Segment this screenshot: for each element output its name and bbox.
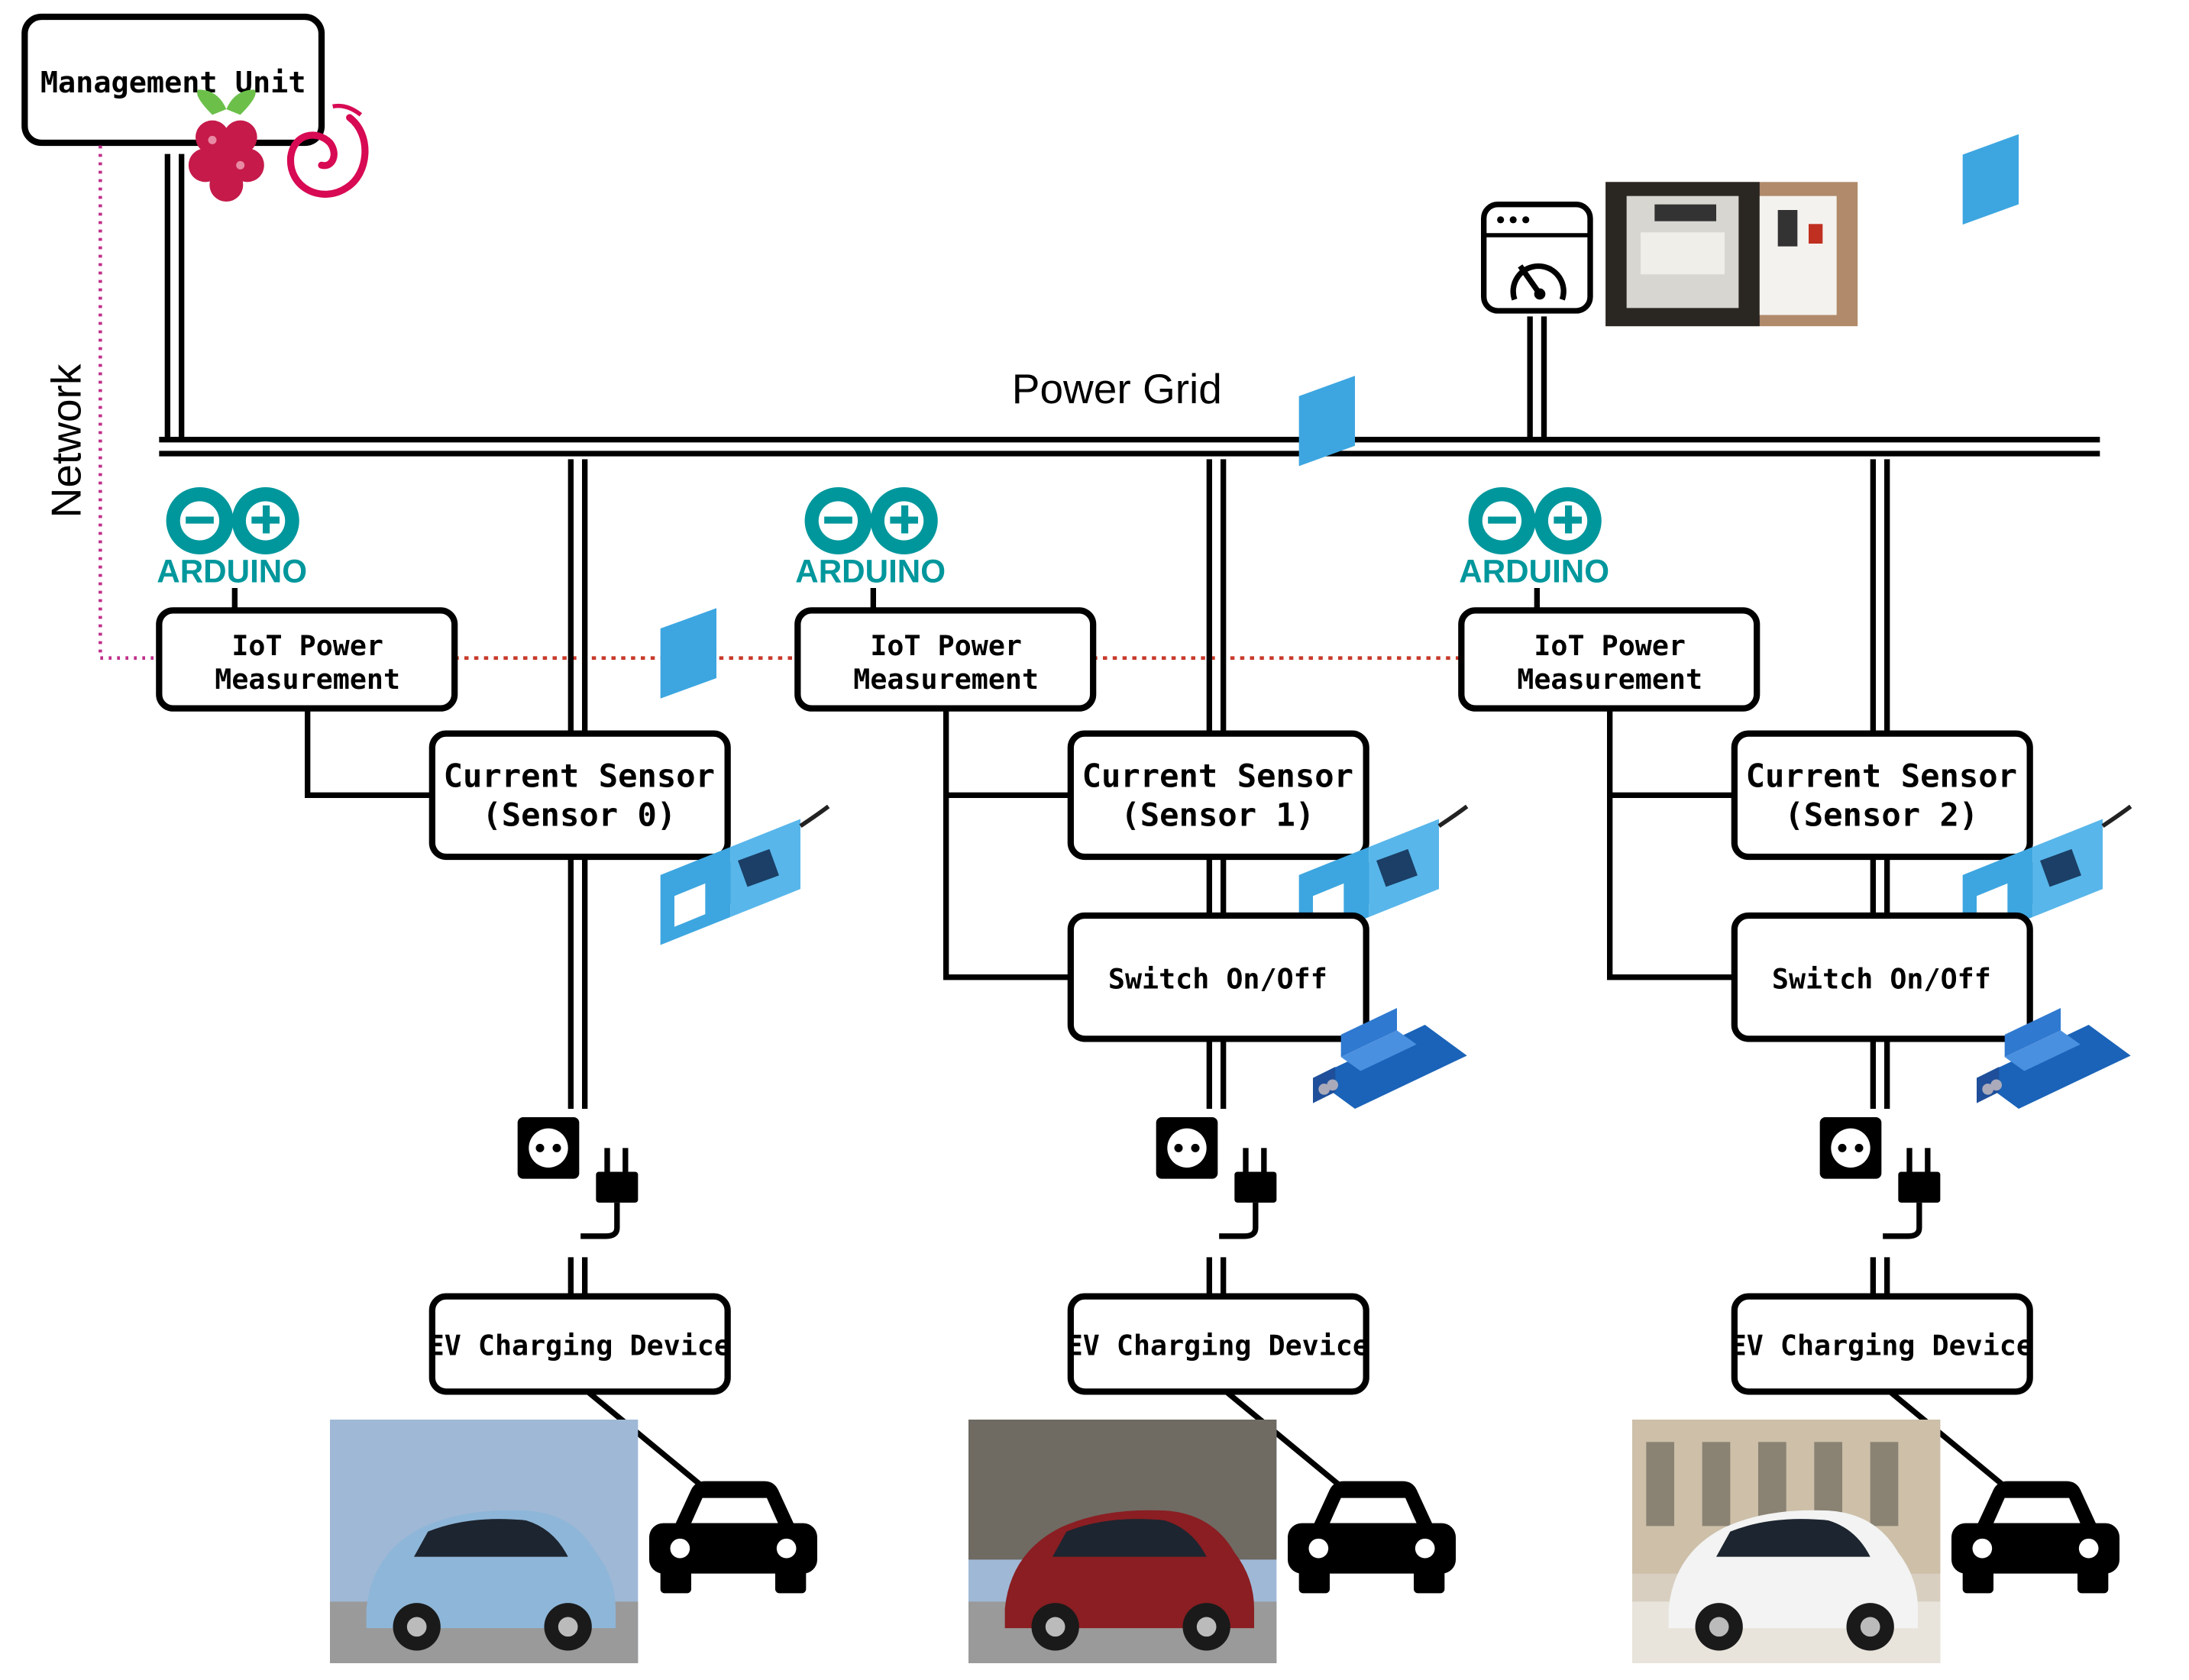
arduino-logo-text: ARDUINO bbox=[157, 554, 307, 590]
iot-label-line1: IoT Power bbox=[1534, 629, 1686, 662]
ev-label: EV Charging Device bbox=[428, 1329, 731, 1362]
current-sensor-box: Current Sensor(Sensor 1) bbox=[1067, 730, 1369, 861]
sensor-label-line2: (Sensor 1) bbox=[1120, 796, 1314, 834]
car-icon bbox=[1288, 1481, 1456, 1594]
current-sensor-box: Current Sensor(Sensor 0) bbox=[428, 730, 731, 861]
iot-label-line2: Measurement bbox=[853, 663, 1039, 696]
sensor-box-frame bbox=[1731, 730, 2033, 861]
management-grid-connector bbox=[164, 153, 185, 437]
arduino-logo-text: ARDUINO bbox=[795, 554, 946, 590]
switch-box: Switch On/Off bbox=[1731, 912, 2033, 1042]
iot-label-line1: IoT Power bbox=[870, 629, 1022, 662]
sensor-label-line2: (Sensor 2) bbox=[1784, 796, 1978, 834]
ev-car-photo bbox=[968, 1420, 1277, 1663]
sensor-box-frame bbox=[428, 730, 731, 861]
ev-label: EV Charging Device bbox=[1066, 1329, 1369, 1362]
power-grid-label: Power Grid bbox=[1012, 365, 1222, 412]
ev-box-frame bbox=[428, 1293, 731, 1395]
arduino-logo: ARDUINO bbox=[795, 487, 946, 590]
control-wiring bbox=[943, 708, 1071, 981]
power-plug-icon bbox=[580, 1148, 639, 1239]
switch-box: Switch On/Off bbox=[1067, 912, 1369, 1042]
switch-label: Switch On/Off bbox=[1772, 962, 1991, 995]
trunk-grid-to-sensor bbox=[567, 459, 588, 734]
sensor-label-line1: Current Sensor bbox=[1746, 757, 2017, 794]
charging-cable bbox=[585, 1389, 719, 1501]
switch-label: Switch On/Off bbox=[1108, 962, 1327, 995]
management-unit: Management Unit bbox=[21, 13, 325, 147]
electricity-meter-photo bbox=[1605, 182, 1858, 327]
trunk-to-ev-device bbox=[1870, 1257, 1890, 1297]
ev-car-photo bbox=[330, 1420, 639, 1663]
sensor-label-line1: Current Sensor bbox=[1082, 757, 1353, 794]
relay-module bbox=[1313, 1008, 1467, 1109]
power-outlet-icon bbox=[1819, 1117, 1882, 1179]
network-line bbox=[99, 145, 160, 660]
power-plug-icon bbox=[1883, 1148, 1941, 1239]
current-sensor-module bbox=[1962, 134, 2132, 945]
ev-charging-device-box: EV Charging Device bbox=[428, 1293, 731, 1395]
trunk-sensor-to-switch bbox=[1870, 857, 1890, 916]
trunk-to-outlet bbox=[1870, 1039, 1890, 1109]
current-sensor-box: Current Sensor(Sensor 2) bbox=[1731, 730, 2033, 861]
iot-label-line2: Measurement bbox=[1517, 663, 1702, 696]
sensor-label-line2: (Sensor 0) bbox=[482, 796, 676, 834]
switch-box-frame bbox=[1731, 912, 2033, 1042]
trunk-sensor-to-switch bbox=[1206, 857, 1227, 916]
trunk-to-ev-device bbox=[567, 1257, 588, 1297]
sensor-label-line1: Current Sensor bbox=[444, 757, 715, 794]
ev-box-frame bbox=[1067, 1293, 1369, 1395]
ev-charging-device-box: EV Charging Device bbox=[1730, 1293, 2033, 1395]
debian-icon bbox=[287, 103, 369, 198]
ev-car-photo bbox=[1632, 1420, 1941, 1663]
iot-label-line1: IoT Power bbox=[231, 629, 383, 662]
trunk-grid-to-sensor bbox=[1206, 459, 1227, 734]
control-wiring bbox=[305, 708, 432, 798]
ev-box-frame bbox=[1731, 1293, 2033, 1395]
relay-module bbox=[1977, 1008, 2131, 1109]
ev-label: EV Charging Device bbox=[1730, 1329, 2033, 1362]
trunk-grid-to-sensor bbox=[1870, 459, 1890, 734]
trunk-to-outlet bbox=[1206, 1039, 1227, 1109]
power-grid-bus bbox=[159, 437, 2100, 457]
management-unit-label: Management Unit bbox=[40, 66, 306, 100]
switch-box-frame bbox=[1067, 912, 1369, 1042]
arduino-logo: ARDUINO bbox=[1459, 487, 1609, 590]
power-meter-connector bbox=[1527, 316, 1547, 437]
charging-cable bbox=[1887, 1389, 2021, 1501]
arduino-logo: ARDUINO bbox=[157, 487, 307, 590]
arduino-logo-text: ARDUINO bbox=[1459, 554, 1609, 590]
energy-meter-icon bbox=[1481, 202, 1593, 314]
sensor-box-frame bbox=[1067, 730, 1369, 861]
raspberry-pi-icon bbox=[188, 89, 264, 202]
power-plug-icon bbox=[1219, 1148, 1277, 1239]
control-wiring bbox=[1607, 708, 1735, 981]
ev-charging-device-box: EV Charging Device bbox=[1066, 1293, 1369, 1395]
network-label: Network bbox=[43, 363, 90, 518]
charging-cable bbox=[1224, 1389, 1357, 1501]
iot-label-line2: Measurement bbox=[215, 663, 400, 696]
car-icon bbox=[649, 1481, 817, 1594]
power-outlet-icon bbox=[1156, 1117, 1218, 1179]
power-outlet-icon bbox=[517, 1117, 580, 1179]
car-icon bbox=[1951, 1481, 2119, 1594]
current-sensor-module bbox=[660, 608, 830, 945]
trunk-to-ev-device bbox=[1206, 1257, 1227, 1297]
trunk-to-outlet bbox=[567, 857, 588, 1109]
